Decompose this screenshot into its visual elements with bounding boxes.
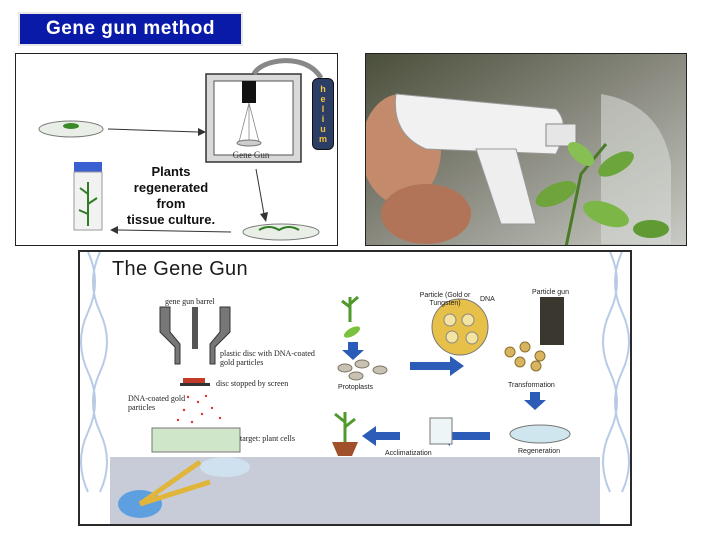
plants-label-line: regenerated bbox=[133, 180, 209, 195]
helium-letter: h bbox=[320, 84, 326, 94]
lower-panel-background bbox=[80, 252, 630, 524]
petri-dish-bottom bbox=[242, 223, 320, 241]
label-regeneration: Regeneration bbox=[518, 448, 561, 455]
diagram-graphics bbox=[38, 58, 324, 241]
label-acclimatization: Acclimatization bbox=[385, 450, 432, 457]
helium-tank: h e l i u m bbox=[312, 78, 334, 150]
label-particle: Particle (Gold or Tungsten) bbox=[419, 292, 471, 307]
label-plastic-disc: plastic disc with DNA-coated gold partic… bbox=[220, 349, 315, 367]
label-transformation: Transformation bbox=[508, 382, 555, 389]
plant-tissue bbox=[63, 123, 79, 129]
helium-letter: l bbox=[321, 104, 325, 114]
arrow-to-gun bbox=[107, 128, 199, 133]
jar-lid bbox=[74, 162, 102, 172]
gene-gun-photo bbox=[365, 53, 687, 246]
label-dna: DNA bbox=[480, 296, 495, 303]
label-target-plant-cells: target: plant cells bbox=[240, 434, 295, 443]
label-gene-gun-barrel: gene gun barrel bbox=[165, 297, 215, 306]
plants-label-line: Plants bbox=[151, 164, 191, 179]
label-dna-coated-particles: DNA-coated gold particles bbox=[128, 394, 186, 412]
gene-gun-diagram-panel: h e l i u m Gene Gun Plants regenerated … bbox=[15, 53, 338, 246]
plants-label-line: tissue culture. bbox=[126, 212, 216, 227]
lower-panel-title: The Gene Gun bbox=[112, 258, 248, 280]
photo-illustration bbox=[366, 54, 686, 245]
helium-letter: i bbox=[321, 114, 325, 124]
label-particle-gun: Particle gun bbox=[532, 289, 569, 296]
plants-regenerated-label: Plants regenerated from tissue culture. bbox=[116, 164, 226, 228]
plants-label-line: from bbox=[156, 196, 186, 211]
the-gene-gun-panel: The Gene Gun gene gun barrel plastic dis… bbox=[78, 250, 632, 526]
gun-barrel bbox=[242, 81, 256, 103]
page-title: Gene gun method bbox=[18, 12, 243, 46]
label-disc-stopped: disc stopped by screen bbox=[216, 379, 289, 388]
label-protoplasts: Protoplasts bbox=[338, 384, 374, 391]
helium-letter: m bbox=[318, 134, 327, 144]
helium-letter: u bbox=[320, 124, 326, 134]
helium-letter: e bbox=[320, 94, 326, 104]
gene-gun-label: Gene Gun bbox=[232, 150, 270, 160]
